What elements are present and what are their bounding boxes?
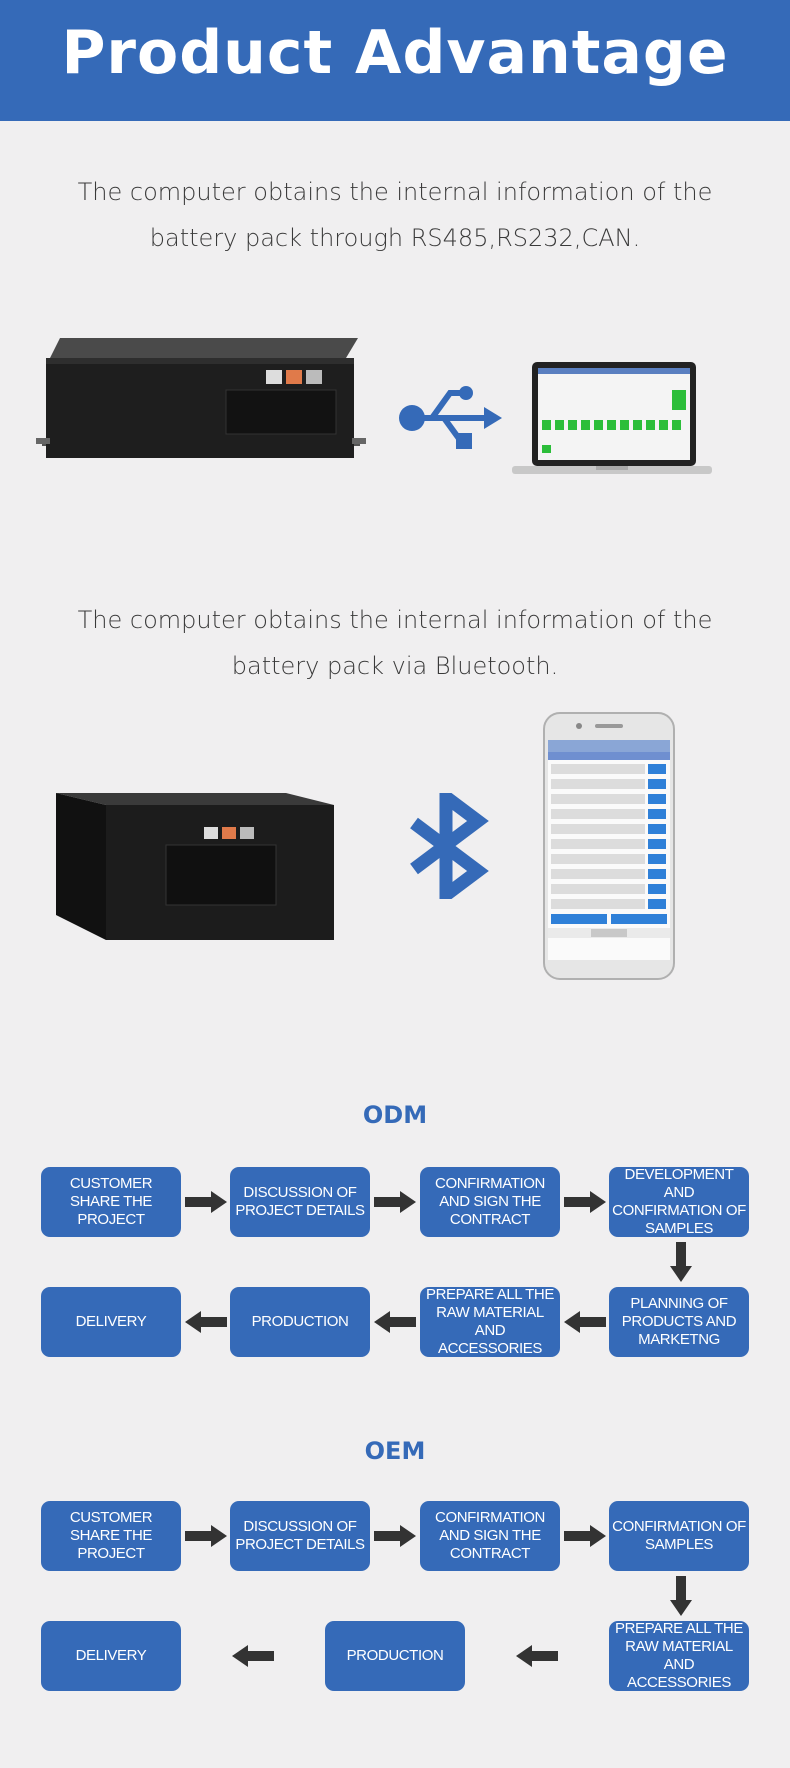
battery-pack-image [36,330,366,465]
odm-step-planning: PLANNING OF PRODUCTS AND MARKETNG [609,1287,749,1357]
arrow-left-icon [516,1645,558,1667]
header-banner: Product Advantage [0,0,790,121]
arrow-right-icon [564,1191,606,1213]
bluetooth-description-line1: The computer obtains the internal inform… [77,606,713,634]
odm-step-discussion: DISCUSSION OF PROJECT DETAILS [230,1167,370,1237]
oem-step-prepare-material: PREPARE ALL THE RAW MATERIAL AND ACCESSO… [609,1620,749,1691]
arrow-left-icon [232,1645,274,1667]
oem-title: OEM [364,1437,426,1465]
odm-step-delivery: DELIVERY [41,1287,181,1357]
arrow-down-icon [670,1242,692,1282]
arrow-right-icon [374,1191,416,1213]
bluetooth-icon [406,793,496,899]
oem-step-production: PRODUCTION [325,1621,465,1691]
rs485-description-line2: battery pack through RS485,RS232,CAN. [149,224,641,252]
oem-step-delivery: DELIVERY [41,1621,181,1691]
bluetooth-description: The computer obtains the internal inform… [60,597,730,689]
laptop-image [512,360,712,478]
arrow-right-icon [185,1525,227,1547]
odm-title: ODM [362,1101,428,1129]
rs485-description: The computer obtains the internal inform… [60,169,730,261]
oem-step-discussion: DISCUSSION OF PROJECT DETAILS [230,1501,370,1571]
arrow-left-icon [374,1311,416,1333]
usb-icon [398,385,502,451]
odm-step-customer-share: CUSTOMER SHARE THE PROJECT [41,1167,181,1237]
arrow-down-icon [670,1576,692,1616]
odm-step-prepare-material: PREPARE ALL THE RAW MATERIAL AND ACCESSO… [420,1286,560,1357]
odm-step-development: DEVELOPMENT AND CONFIRMATION OF SAMPLES [609,1166,749,1237]
rs485-description-line1: The computer obtains the internal inform… [77,178,713,206]
phone-image [543,712,675,980]
arrow-right-icon [374,1525,416,1547]
arrow-right-icon [185,1191,227,1213]
bluetooth-description-line2: battery pack via Bluetooth. [231,652,559,680]
battery-pack-image [56,785,336,945]
oem-step-confirmation-contract: CONFIRMATION AND SIGN THE CONTRACT [420,1501,560,1571]
page-title: Product Advantage [61,18,729,88]
odm-step-confirmation-contract: CONFIRMATION AND SIGN THE CONTRACT [420,1167,560,1237]
oem-step-customer-share: CUSTOMER SHARE THE PROJECT [41,1501,181,1571]
oem-step-confirmation-samples: CONFIRMATION OF SAMPLES [609,1501,749,1571]
arrow-left-icon [185,1311,227,1333]
arrow-left-icon [564,1311,606,1333]
odm-step-production: PRODUCTION [230,1287,370,1357]
arrow-right-icon [564,1525,606,1547]
